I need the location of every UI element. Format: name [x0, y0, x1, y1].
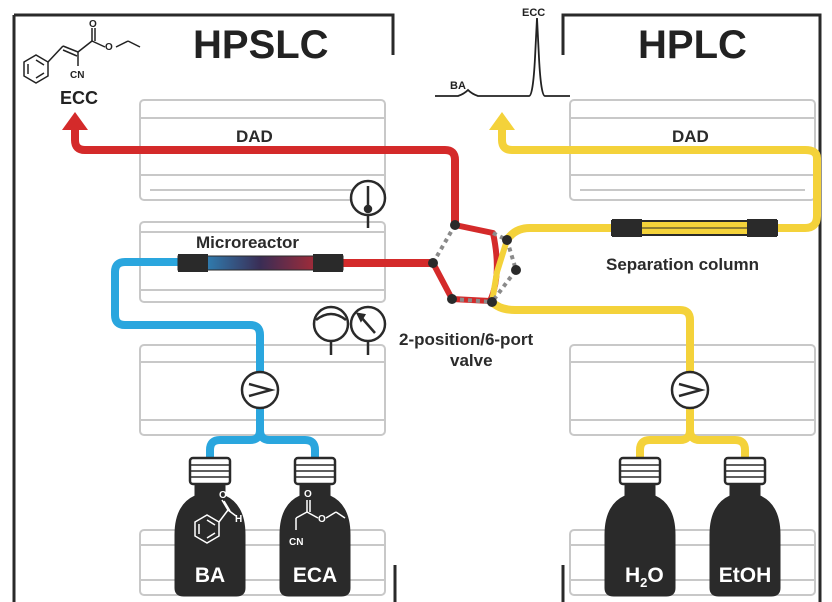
svg-text:O: O — [105, 42, 113, 53]
bottle-eca: O O CN ECA — [279, 456, 351, 597]
bottle-ba: O H BA — [174, 456, 246, 597]
separation-column-label: Separation column — [606, 255, 759, 274]
yellow-tubing-bottle-feeds — [636, 404, 749, 464]
bottle-label-water: H2O — [625, 564, 664, 590]
ethyl-cyanoacetate-structure — [295, 500, 346, 530]
benzaldehyde-structure — [194, 499, 237, 544]
tubing — [71, 121, 821, 464]
yellow-tubing-pump — [488, 298, 694, 376]
valve-ports — [428, 220, 521, 307]
pump-right-icon — [670, 370, 710, 410]
instrument-icons — [240, 179, 710, 410]
column-fitting-left — [612, 219, 642, 237]
valve-red-channel — [430, 222, 500, 304]
microreactor-label: Microreactor — [196, 233, 299, 252]
reactor-fitting-left — [178, 254, 208, 272]
blue-tubing — [111, 258, 264, 376]
chromatogram-trace — [435, 17, 570, 97]
valve-port — [502, 235, 512, 245]
six-port-valve — [428, 220, 521, 307]
red-outlet-arrow-icon — [62, 112, 88, 130]
valve-port — [447, 294, 457, 304]
instrument-outlines — [12, 13, 822, 602]
pump-left-icon — [240, 370, 280, 410]
peak-label-ecc: ECC — [522, 7, 545, 19]
svg-text:O: O — [304, 489, 312, 500]
yellow-outlet-arrow-icon — [489, 112, 515, 130]
valve-label-line2: valve — [450, 351, 493, 370]
svg-text:O: O — [89, 19, 97, 30]
svg-text:H: H — [235, 514, 242, 525]
back-pressure-regulator-icon — [312, 305, 350, 355]
chromatogram: BA ECC — [435, 7, 570, 97]
svg-text:O: O — [318, 514, 326, 525]
valve-port — [450, 220, 460, 230]
hpslc-top-border — [14, 13, 395, 55]
valve-port — [511, 265, 521, 275]
valve-port — [428, 258, 438, 268]
ecc-label: ECC — [60, 88, 98, 108]
dad-right-label: DAD — [672, 127, 709, 146]
bottle-label-eca: ECA — [293, 564, 337, 587]
separation-column — [611, 219, 778, 237]
peak-label-ba: BA — [450, 80, 466, 92]
microreactor-channel — [177, 254, 344, 272]
svg-text:O: O — [219, 490, 227, 501]
dad-left-label: DAD — [236, 127, 273, 146]
bottle-water: H2O — [604, 456, 676, 597]
valve-port — [487, 297, 497, 307]
ecc-structure — [23, 28, 141, 84]
valve-yellow-channel — [489, 239, 510, 303]
pressure-gauge-icon — [349, 179, 387, 228]
pressure-gauge-icon — [349, 305, 387, 355]
blue-tubing-bottle-feeds — [206, 404, 319, 464]
red-tubing-outlet — [71, 121, 459, 229]
hplc-title: HPLC — [638, 23, 747, 67]
reactor-fitting-right — [313, 254, 343, 272]
ecc-cn-label: CN — [70, 70, 84, 81]
bottle-label-ethanol: EtOH — [719, 564, 772, 587]
hpslc-title: HPSLC — [193, 23, 329, 67]
column-fitting-right — [747, 219, 777, 237]
bottle-label-ba: BA — [195, 564, 225, 587]
hplc-top-border — [561, 13, 822, 602]
eca-cn-label: CN — [289, 537, 303, 548]
bottle-ethanol: EtOH — [709, 456, 781, 597]
flow-arrows — [62, 112, 515, 130]
valve-label-line1: 2-position/6-port — [399, 330, 533, 349]
bottles: O H BA O O CN ECA — [174, 456, 781, 597]
